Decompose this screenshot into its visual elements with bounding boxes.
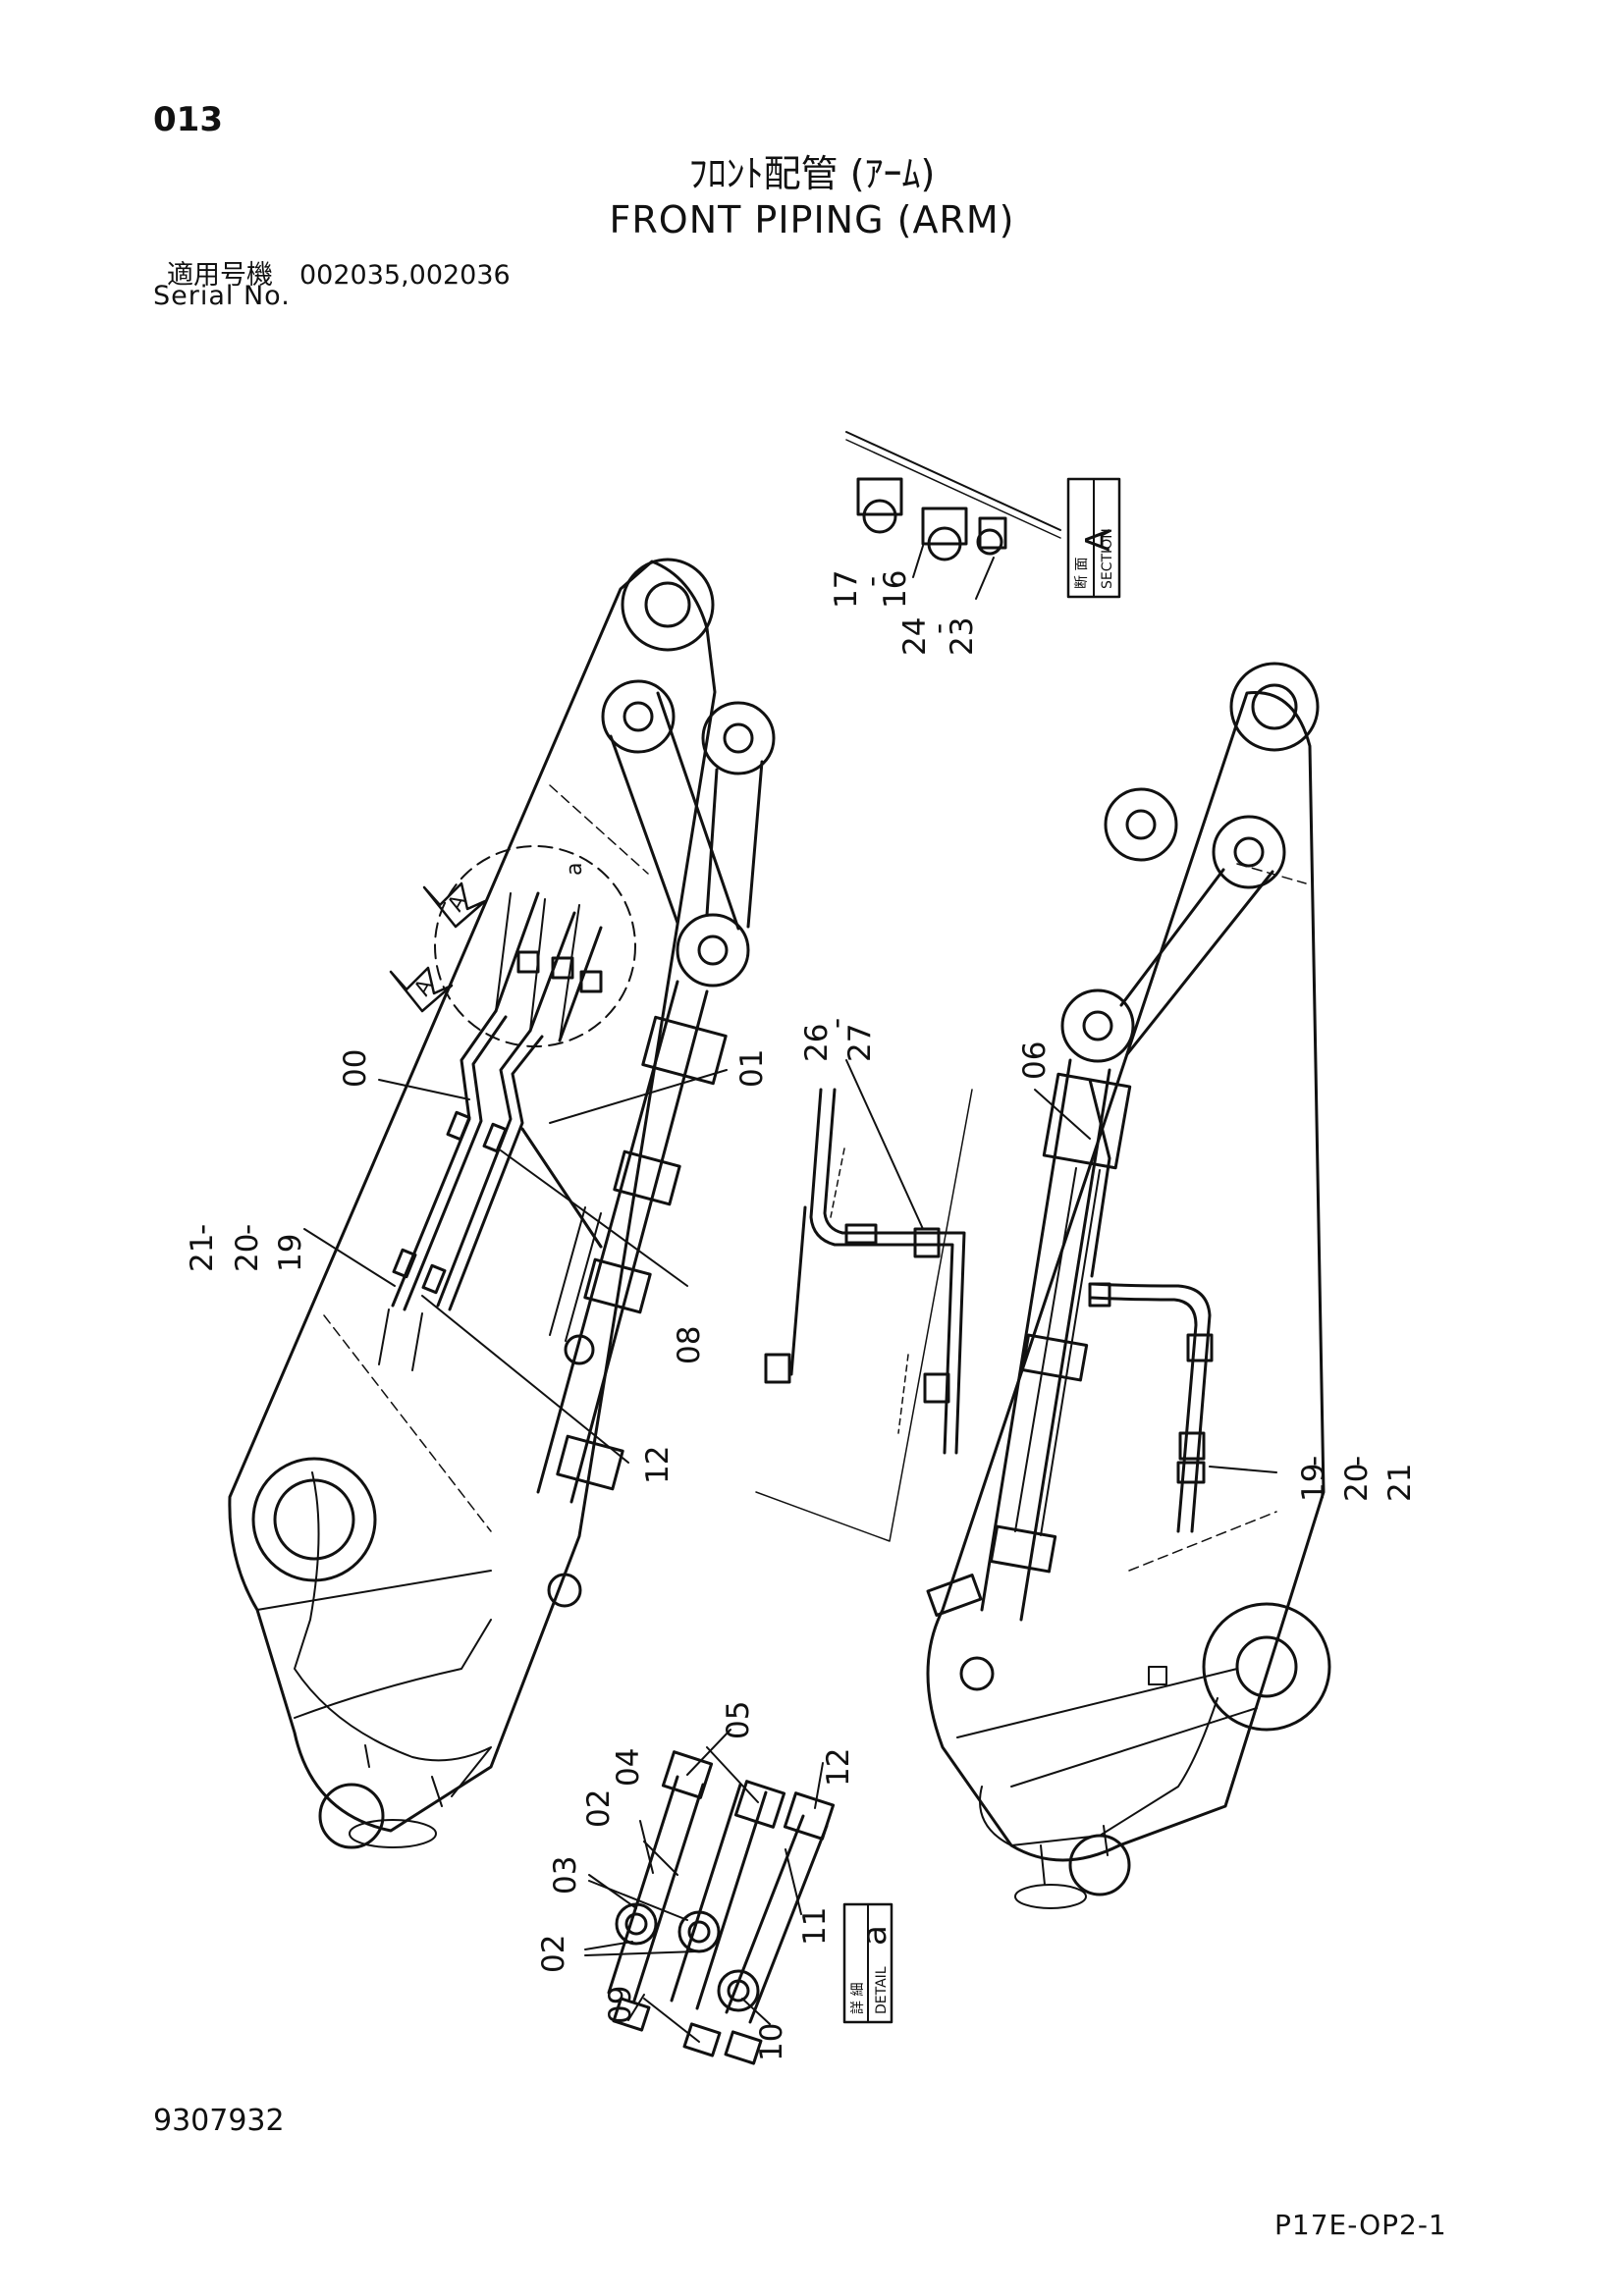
view-marker-a-lower: A: [410, 975, 439, 1000]
callout-12-detail: 12: [821, 1748, 856, 1787]
left-arm-link: [601, 679, 776, 988]
callout-27: 27: [842, 1024, 878, 1062]
right-arm-cylinder: [926, 1058, 1132, 1622]
callout-26: 26: [799, 1024, 835, 1062]
callout-dash: -: [230, 1224, 265, 1235]
callout-16: 16: [878, 570, 913, 609]
detail-label: DETAIL: [874, 1966, 890, 2014]
callout-03: 03: [548, 1856, 583, 1895]
title-english: FRONT PIPING (ARM): [609, 198, 1015, 241]
document-number: 9307932: [153, 2104, 285, 2138]
callout-00: 00: [338, 1049, 373, 1088]
detail-a-view: [607, 1750, 836, 2065]
callout-dash: -: [1296, 1456, 1331, 1467]
callout-dash: -: [1339, 1456, 1375, 1467]
callout-21-left: 21: [185, 1234, 220, 1272]
callout-09: 09: [603, 1986, 638, 2024]
serial-label-japanese: 適用号機 002035,002036: [167, 260, 511, 291]
callout-01: 01: [734, 1049, 770, 1088]
callout-24: 24: [897, 617, 933, 656]
callout-23: 23: [945, 617, 980, 656]
view-arrow-a-upper: [422, 881, 487, 929]
detail-kanji: 詳 細: [850, 1983, 866, 2014]
left-arm-piping: [378, 891, 603, 1371]
callout-05: 05: [721, 1701, 756, 1739]
serial-label-english: Serial No.: [153, 281, 291, 311]
callout-dash: -: [819, 1018, 854, 1029]
sheet-number: P17E-OP2-1: [1274, 2209, 1447, 2241]
right-bottom-hose: [979, 1697, 1218, 1909]
view-marker-a-upper: A: [444, 890, 472, 916]
page-number: 013: [153, 100, 223, 139]
callout-dash: -: [854, 576, 890, 587]
section-kanji: 断 面: [1074, 558, 1090, 589]
callout-12-left: 12: [640, 1446, 676, 1484]
title-japanese: ﾌﾛﾝﾄ配管 (ｱｰﾑ): [688, 152, 936, 195]
callout-11: 11: [797, 1907, 833, 1946]
callout-20-right: 20: [1339, 1464, 1375, 1502]
section-label: SECTION: [1100, 528, 1115, 589]
callout-dash: -: [185, 1224, 220, 1235]
center-pipe-fragment: [755, 1088, 973, 1542]
right-arm-link: [1060, 787, 1286, 1063]
detail-marker-a: a: [563, 863, 587, 876]
callout-dash: -: [921, 623, 956, 634]
right-arm-piping: [1088, 1078, 1214, 1533]
left-arm-cylinder: [536, 980, 728, 1504]
callout-04: 04: [611, 1748, 646, 1787]
left-bottom-hose: [294, 1471, 492, 1848]
detail-letter: a: [855, 1925, 894, 1946]
view-arrow-a-lower: [389, 966, 454, 1013]
callout-10: 10: [754, 2023, 789, 2061]
callout-17: 17: [829, 570, 864, 609]
callout-02-lower: 02: [536, 1935, 571, 1973]
leader-lines: [303, 545, 1277, 2043]
section-letter: A: [1079, 529, 1118, 552]
callout-20-left: 20: [230, 1234, 265, 1272]
callout-08: 08: [672, 1326, 707, 1364]
right-arm-body: [926, 662, 1331, 1896]
section-a-view: [845, 431, 1061, 561]
callout-02-upper: 02: [581, 1789, 617, 1828]
callout-21-right: 21: [1382, 1464, 1418, 1502]
left-detail-circle: [434, 845, 636, 1047]
left-arm-body: [228, 558, 717, 1849]
callout-19-right: 19: [1296, 1464, 1331, 1502]
callout-06: 06: [1017, 1041, 1053, 1080]
callout-19-left: 19: [273, 1234, 308, 1272]
callout-labels: 00 01 08 12 21 - 20 - 19 26 - 27 06 19 -…: [185, 528, 1418, 2061]
